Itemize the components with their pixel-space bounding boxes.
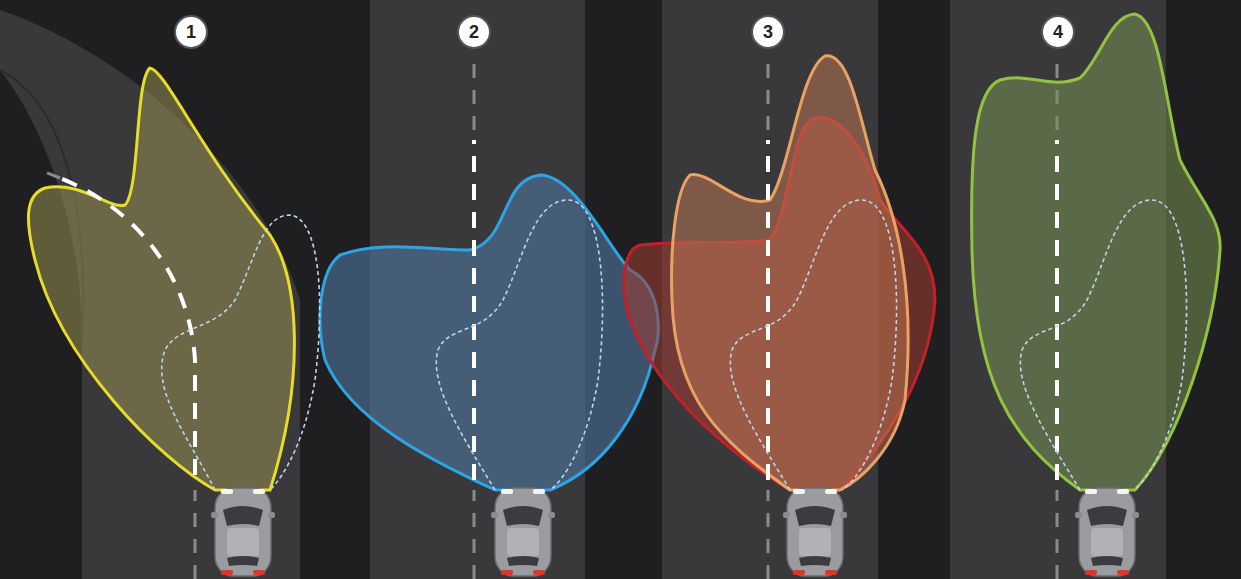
reference-beam	[162, 200, 1187, 490]
car	[783, 488, 847, 576]
car	[211, 488, 275, 576]
beam-pattern	[972, 14, 1221, 490]
callout-number: 4	[1044, 18, 1072, 46]
road-lane	[0, 10, 300, 579]
beam-pattern	[320, 175, 658, 490]
callout-number: 1	[177, 18, 205, 46]
callout-circle	[175, 16, 1074, 48]
car	[491, 488, 555, 576]
beam-pattern	[672, 56, 909, 490]
beam-pattern	[28, 68, 294, 490]
lane-marking	[60, 140, 1057, 480]
callout-number: 3	[754, 18, 782, 46]
callout-number: 2	[460, 18, 488, 46]
car	[1075, 488, 1139, 576]
